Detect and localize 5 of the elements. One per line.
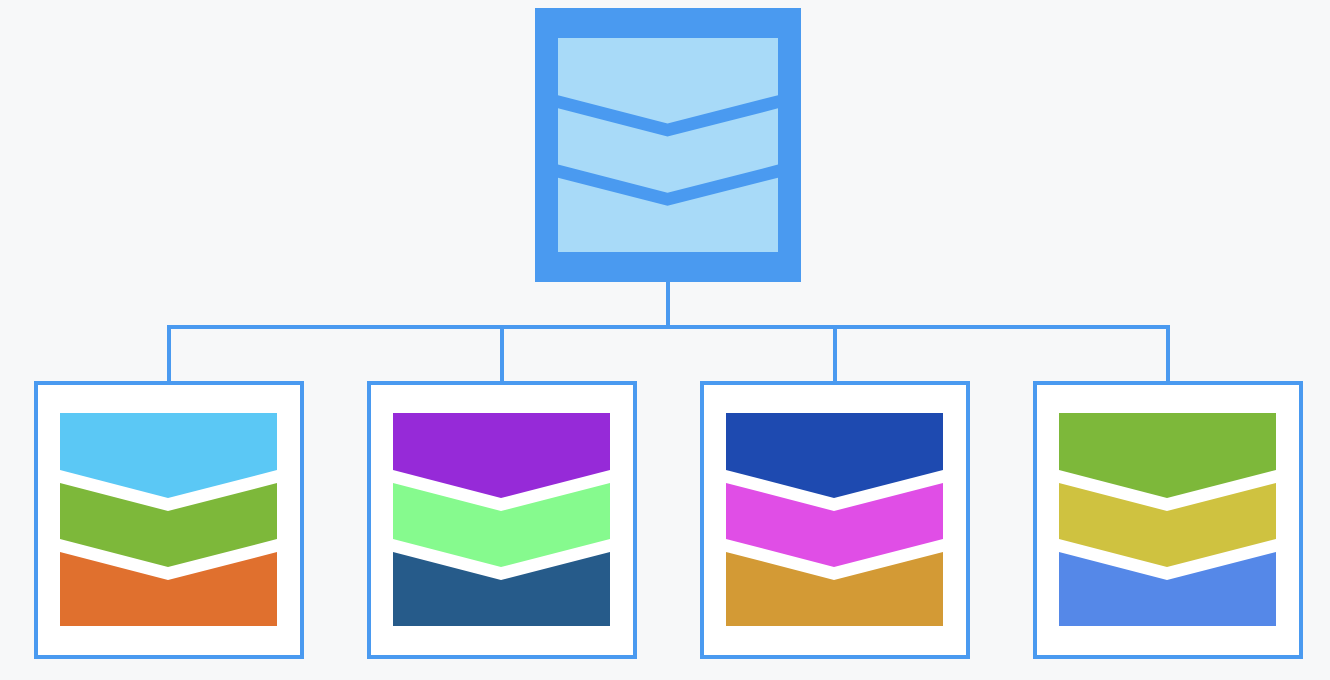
box xyxy=(1033,381,1303,659)
box xyxy=(535,8,801,282)
box xyxy=(700,381,970,659)
box xyxy=(367,381,637,659)
box xyxy=(34,381,304,659)
